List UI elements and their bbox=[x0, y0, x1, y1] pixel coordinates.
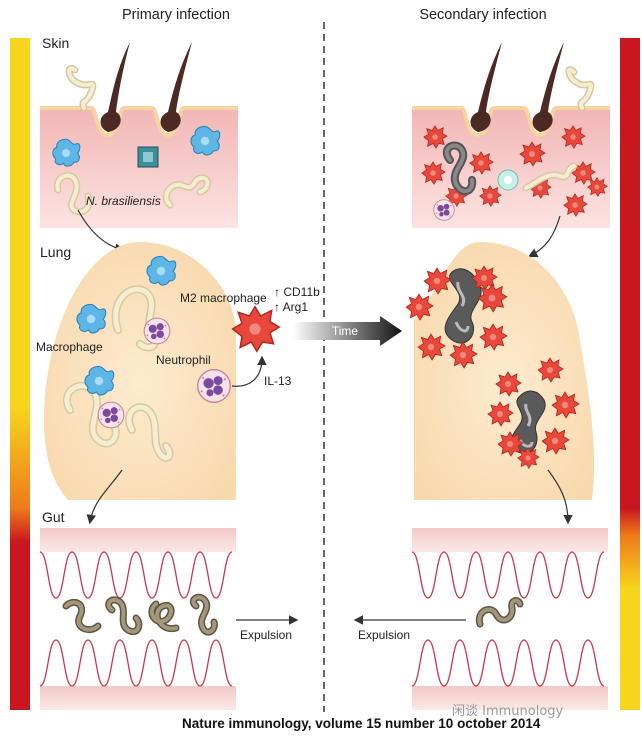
label-m2-macrophage: M2 macrophage bbox=[180, 291, 267, 305]
label-expulsion-left: Expulsion bbox=[240, 628, 292, 642]
il13-arrow bbox=[231, 355, 267, 387]
time-arrow bbox=[293, 316, 402, 346]
label-n-brasiliensis: N. brasiliensis bbox=[86, 194, 161, 208]
larva-icon bbox=[524, 164, 576, 190]
label-cd11b: ↑ CD11b bbox=[274, 285, 320, 299]
header-secondary: Secondary infection bbox=[419, 7, 546, 23]
larva-icon bbox=[126, 404, 172, 461]
cell-icon bbox=[497, 169, 519, 191]
gut-tissue-left bbox=[39, 528, 236, 710]
label-expulsion-right: Expulsion bbox=[358, 628, 410, 642]
label-neutrophil: Neutrophil bbox=[156, 353, 211, 367]
label-macrophage: Macrophage bbox=[36, 340, 103, 354]
neutrophil-icon bbox=[97, 401, 125, 429]
migration-arrow bbox=[527, 215, 561, 258]
trapped-larva-icon bbox=[444, 143, 475, 194]
right-intensity-bar bbox=[620, 38, 640, 710]
adult-worm-icon bbox=[64, 595, 217, 635]
label-skin: Skin bbox=[42, 35, 69, 51]
neutrophil-icon bbox=[433, 199, 455, 221]
m2-macrophage-icon bbox=[231, 305, 281, 353]
label-il13: IL-13 bbox=[264, 374, 292, 388]
left-intensity-bar bbox=[10, 38, 30, 710]
gut-tissue-right bbox=[411, 528, 608, 710]
adult-worm-icon bbox=[475, 597, 524, 628]
label-gut: Gut bbox=[42, 509, 65, 525]
migration-arrow bbox=[86, 469, 123, 525]
larva-icon bbox=[64, 383, 119, 446]
watermark: 闲谈 Immunology bbox=[452, 704, 564, 719]
citation-footer: Nature immunology, volume 15 number 10 o… bbox=[182, 716, 541, 731]
neutrophil-icon bbox=[143, 317, 171, 345]
label-arg1: ↑ Arg1 bbox=[274, 300, 308, 314]
larva-icon bbox=[65, 65, 97, 112]
granuloma-lower bbox=[487, 357, 580, 469]
granuloma-upper bbox=[405, 265, 508, 369]
migration-arrow bbox=[547, 469, 573, 525]
label-lung: Lung bbox=[40, 244, 71, 260]
hair-follicle-icon bbox=[100, 42, 192, 132]
larva-icon bbox=[67, 66, 95, 110]
hair-follicle-icon bbox=[470, 42, 564, 132]
header-primary: Primary infection bbox=[122, 7, 230, 23]
neutrophil-icon bbox=[197, 369, 231, 403]
mast-cell-icon bbox=[137, 146, 159, 168]
larva-icon bbox=[113, 286, 157, 350]
larva-icon bbox=[164, 175, 210, 207]
larva-icon bbox=[567, 67, 593, 110]
label-time: Time bbox=[332, 324, 359, 338]
larva-icon bbox=[55, 173, 91, 214]
